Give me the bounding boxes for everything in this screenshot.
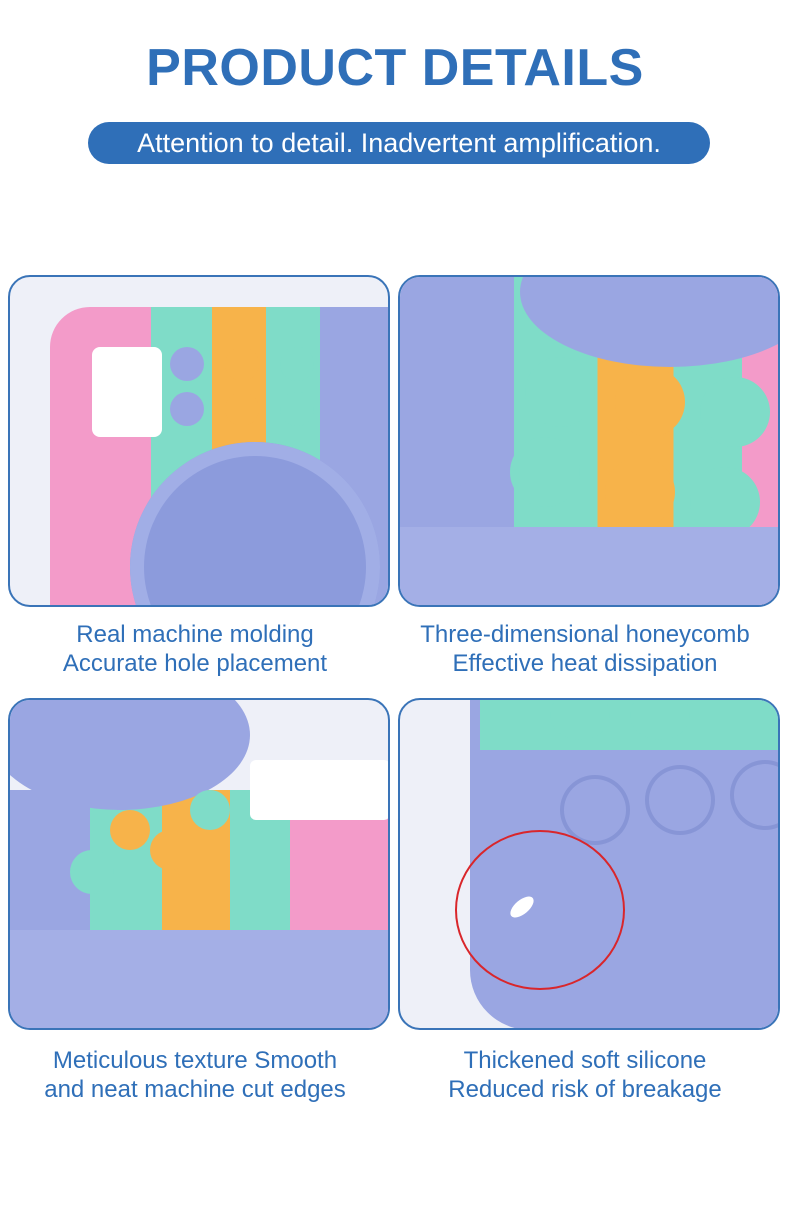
product-photo-cut-edges: [8, 698, 390, 1030]
product-photo-corner: [398, 698, 780, 1030]
caption-2: Three-dimensional honeycomb Effective he…: [390, 620, 780, 678]
caption-4: Thickened soft silicone Reduced risk of …: [390, 1046, 780, 1104]
page-title: PRODUCT DETAILS: [146, 39, 644, 97]
caption-line: Three-dimensional honeycomb: [420, 621, 750, 648]
caption-line: and neat machine cut edges: [44, 1076, 346, 1103]
caption-line: Reduced risk of breakage: [448, 1076, 722, 1103]
caption-line: Thickened soft silicone: [463, 1047, 707, 1074]
caption-line: Real machine molding: [76, 621, 314, 648]
caption-line: Meticulous texture Smooth: [52, 1047, 338, 1074]
caption-1: Real machine molding Accurate hole place…: [0, 620, 390, 678]
product-photo-honeycomb: [398, 275, 780, 607]
caption-line: Accurate hole placement: [62, 650, 328, 677]
caption-line: Effective heat dissipation: [452, 650, 718, 677]
highlight-circle: [455, 830, 625, 990]
caption-3: Meticulous texture Smooth and neat machi…: [0, 1046, 390, 1104]
subtitle-banner: Attention to detail. Inadvertent amplifi…: [88, 122, 710, 164]
product-photo-camera-cutout: [8, 275, 390, 607]
